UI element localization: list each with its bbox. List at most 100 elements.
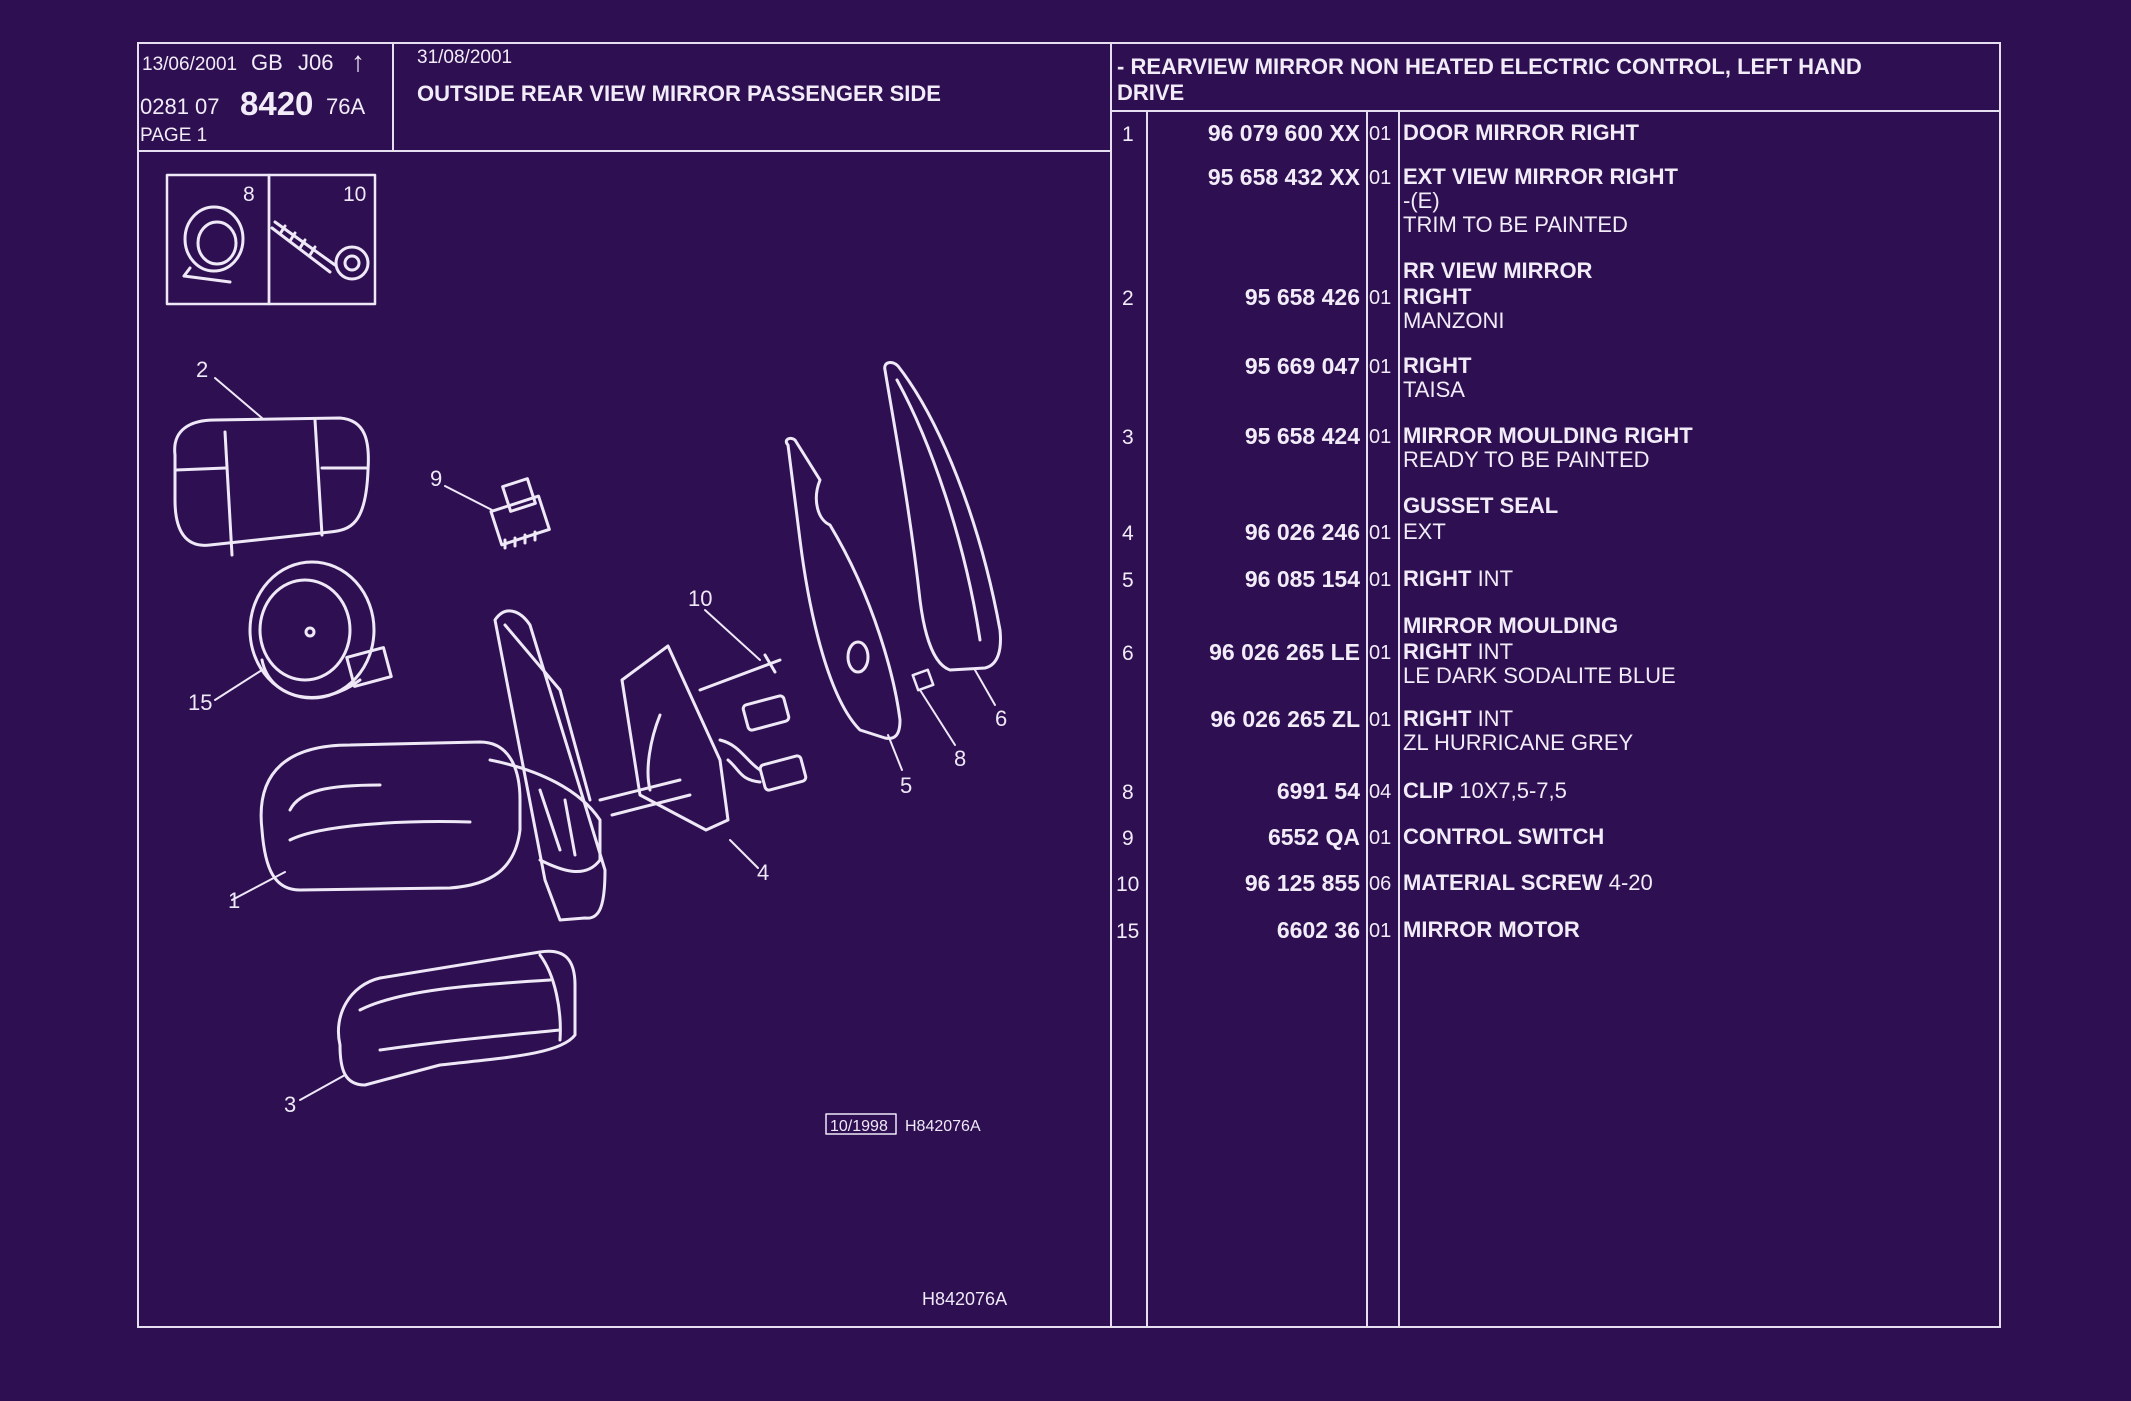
row-description-line: READY TO BE PAINTED (1403, 449, 1650, 471)
header-code: J06 (298, 50, 334, 75)
row-quantity: 06 (1369, 873, 1392, 895)
row-description-bold: DOOR MIRROR RIGHT (1403, 120, 1639, 145)
mirror-housing-part (259, 740, 602, 892)
header-page: PAGE 1 (140, 125, 208, 146)
gusset-seal-part (493, 609, 607, 922)
row-description-text: INT (1471, 706, 1514, 731)
callout-10: 10 (688, 586, 712, 611)
stamp-ref: H842076A (905, 1118, 981, 1135)
row-description-line: MATERIAL SCREW 4-20 (1403, 872, 1653, 894)
callout-9: 9 (430, 466, 442, 491)
inset-label-8: 8 (243, 183, 255, 206)
row-description-bold: CONTROL SWITCH (1403, 824, 1605, 849)
row-description-bold: RIGHT (1403, 639, 1472, 664)
callout-3: 3 (284, 1092, 296, 1117)
header-ref-suffix: 76A (326, 94, 366, 119)
row-description-line: RIGHT INT (1403, 708, 1513, 730)
row-ref: 1 (1122, 123, 1134, 146)
row-part-number: 96 026 265 ZL (1210, 706, 1360, 732)
connector-part (718, 694, 808, 792)
row-description-line: TAISA (1403, 379, 1465, 401)
row-description-text: TRIM TO BE PAINTED (1403, 212, 1628, 237)
col-pn-divider (1366, 112, 1368, 1328)
row-description-bold: GUSSET SEAL (1403, 493, 1559, 518)
header-ref-main: 8420 (240, 85, 314, 122)
callout-4: 4 (757, 860, 769, 885)
row-part-number: 96 026 265 LE (1209, 639, 1360, 665)
row-description-text: TAISA (1403, 377, 1465, 402)
row-ref: 8 (1122, 781, 1134, 804)
row-quantity: 01 (1369, 642, 1392, 664)
exploded-diagram: 8 10 (165, 173, 1007, 1309)
row-description-bold: RIGHT (1403, 706, 1472, 731)
row-description-line: TRIM TO BE PAINTED (1403, 214, 1628, 236)
row-description-bold: RIGHT (1403, 566, 1472, 591)
row-description-line: ZL HURRICANE GREY (1403, 732, 1633, 754)
row-description-line: EXT VIEW MIRROR RIGHT (1403, 166, 1678, 188)
row-description-line: RIGHT (1403, 355, 1471, 377)
row-ref: 4 (1122, 522, 1134, 545)
row-description-text: LE DARK SODALITE BLUE (1403, 663, 1676, 688)
row-ref: 2 (1122, 287, 1134, 310)
row-description-bold: MIRROR MOULDING RIGHT (1403, 423, 1693, 448)
row-part-number: 95 658 426 (1244, 284, 1360, 310)
row-description-line: MIRROR MOULDING (1403, 615, 1618, 637)
row-quantity: 01 (1369, 522, 1392, 544)
row-description-line: MIRROR MOTOR (1403, 919, 1580, 941)
section-title-line2: DRIVE (1117, 80, 1185, 105)
row-description-line: RIGHT INT (1403, 641, 1513, 663)
row-description-text: MANZONI (1403, 308, 1505, 333)
header-divider-left (137, 150, 1111, 152)
control-switch-part (489, 477, 551, 550)
header-ref-prefix: 0281 07 (140, 94, 220, 119)
row-ref: 9 (1122, 827, 1134, 850)
callout-8: 8 (954, 746, 966, 771)
clip-part (911, 668, 935, 692)
up-arrow-icon: ↑ (351, 46, 365, 77)
row-part-number: 95 658 424 (1244, 423, 1360, 449)
row-part-number: 6602 36 (1276, 917, 1360, 943)
row-description-bold: RIGHT (1403, 284, 1472, 309)
col-qty-divider (1398, 112, 1400, 1328)
leader-lines (214, 377, 996, 1101)
row-description-bold: RIGHT (1403, 353, 1472, 378)
page-title: OUTSIDE REAR VIEW MIRROR PASSENGER SIDE (417, 81, 941, 106)
row-description-bold: MIRROR MOULDING (1403, 613, 1619, 638)
row-quantity: 01 (1369, 123, 1392, 145)
callout-6: 6 (995, 706, 1007, 731)
row-part-number: 95 658 432 XX (1207, 164, 1360, 190)
header-date2: 31/08/2001 (417, 47, 513, 68)
row-description-line: MANZONI (1403, 310, 1504, 332)
row-part-number: 96 079 600 XX (1207, 120, 1360, 146)
section-title-line1: - REARVIEW MIRROR NON HEATED ELECTRIC CO… (1117, 54, 1862, 79)
callout-15: 15 (188, 690, 212, 715)
row-description-text: ZL HURRICANE GREY (1403, 730, 1634, 755)
row-ref: 6 (1122, 642, 1134, 665)
row-description-text: INT (1471, 566, 1514, 591)
row-quantity: 01 (1369, 709, 1392, 731)
row-part-number: 96 125 855 (1244, 870, 1360, 896)
row-description-line: CONTROL SWITCH (1403, 826, 1604, 848)
row-description-line: DOOR MIRROR RIGHT (1403, 122, 1639, 144)
row-description-line: -(E) (1403, 190, 1440, 212)
row-description-bold: EXT VIEW MIRROR RIGHT (1403, 164, 1678, 189)
row-description-line: MIRROR MOULDING RIGHT (1403, 425, 1693, 447)
row-quantity: 01 (1369, 569, 1392, 591)
row-description-bold: CLIP (1403, 778, 1454, 803)
row-quantity: 01 (1369, 827, 1392, 849)
header-region: GB (251, 50, 283, 75)
row-quantity: 01 (1369, 167, 1392, 189)
row-quantity: 01 (1369, 356, 1392, 378)
row-description-line: RIGHT INT (1403, 568, 1513, 590)
callout-2: 2 (196, 357, 208, 382)
screw-inset-icon (270, 220, 370, 281)
row-description-bold: MIRROR MOTOR (1403, 917, 1580, 942)
row-description-line: GUSSET SEAL (1403, 495, 1558, 517)
clip-inset-icon (182, 205, 245, 284)
header-col-divider (392, 42, 394, 152)
header-divider-right (1111, 110, 1999, 112)
row-part-number: 95 669 047 (1244, 353, 1360, 379)
callout-5: 5 (900, 773, 912, 798)
row-part-number: 96 026 246 (1244, 519, 1360, 545)
sheet-frame (137, 42, 2001, 1328)
